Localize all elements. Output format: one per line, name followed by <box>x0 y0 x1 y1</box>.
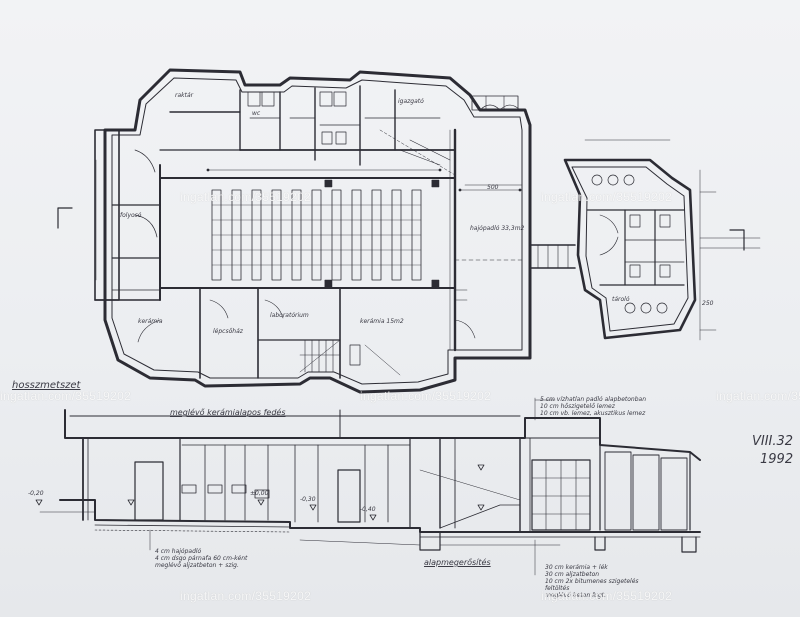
dimension-250: 250 <box>702 300 714 307</box>
dimension-500: 500 <box>487 184 499 191</box>
floor-note-3: meglévő aljzatbeton + szig. <box>155 562 239 569</box>
foundation-notes: 30 cm kerámia + lék 30 cm aljzatbeton 10… <box>545 564 639 599</box>
label-stair-room: lépcsőház <box>213 328 243 335</box>
annotation-right-1: VIII.32 <box>752 434 794 449</box>
watermark-4: ingatlan.com/35519202 <box>360 389 492 403</box>
label-wc: wc <box>252 110 261 117</box>
floor-note-1: 4 cm hajópadló <box>155 548 202 555</box>
watermark-6: ingatlan.com/35519202 <box>180 589 312 603</box>
connector <box>529 244 576 269</box>
found-note-3: 10 cm 2x bitumenes szigetelés <box>545 578 639 585</box>
floor-note-2: 4 cm dsgo párnafa 60 cm-ként <box>155 555 248 562</box>
roof-notes: 5 cm vízhatlan padló alapbetonban 10 cm … <box>540 396 646 417</box>
label-hall: hajópadló 33,3m2 <box>470 225 525 232</box>
label-storage: raktár <box>175 92 194 99</box>
watermark-1: ingatlan.com/35519202 <box>180 190 312 204</box>
watermark-3: ingatlan.com/35519202 <box>0 389 132 403</box>
label-lecture-room: laboratórium <box>270 312 309 319</box>
watermark-7: ingatlan.com/35519202 <box>541 589 673 603</box>
label-lab-area: kerámia 15m2 <box>360 318 404 325</box>
level-minus-030: -0,30 <box>300 496 316 503</box>
label-office: igazgató <box>398 98 424 105</box>
section-title: hosszmetszet <box>12 380 81 391</box>
label-right-building: tároló <box>612 296 630 303</box>
found-note-1: 30 cm kerámia + lék <box>545 564 608 571</box>
found-note-5: meglévő beton fugt. <box>545 592 607 599</box>
label-stair-area: kerámia <box>138 318 163 325</box>
floor-plan-main <box>57 68 745 394</box>
floor-notes: 4 cm hajópadló 4 cm dsgo párnafa 60 cm-k… <box>155 548 247 569</box>
level-pm-000: ±0,00 <box>250 490 269 497</box>
watermark-2: ingatlan.com/35519202 <box>541 190 673 204</box>
found-note-2: 30 cm aljzatbeton <box>545 571 600 578</box>
section-caption: meglévő kerámialapos fedés <box>170 408 286 417</box>
roof-note-2: 10 cm hőszigetelő lemez <box>540 403 615 410</box>
found-note-4: feltöltés <box>545 585 570 592</box>
level-minus-020: -0,20 <box>28 490 44 497</box>
section-drawing <box>35 191 717 576</box>
level-minus-040: -0,40 <box>360 506 376 513</box>
watermark-5: ingatlan.com/35519202 <box>716 389 800 403</box>
label-corridor: folyosó <box>120 212 142 219</box>
roof-note-3: 10 cm vb. lemez, akusztikus lemez <box>540 410 646 417</box>
annotation-right-2: 1992 <box>760 452 794 467</box>
roof-note-1: 5 cm vízhatlan padló alapbetonban <box>540 396 647 403</box>
floor-plan-right <box>563 158 761 340</box>
label-foundation: alapmegerősítés <box>424 558 491 567</box>
